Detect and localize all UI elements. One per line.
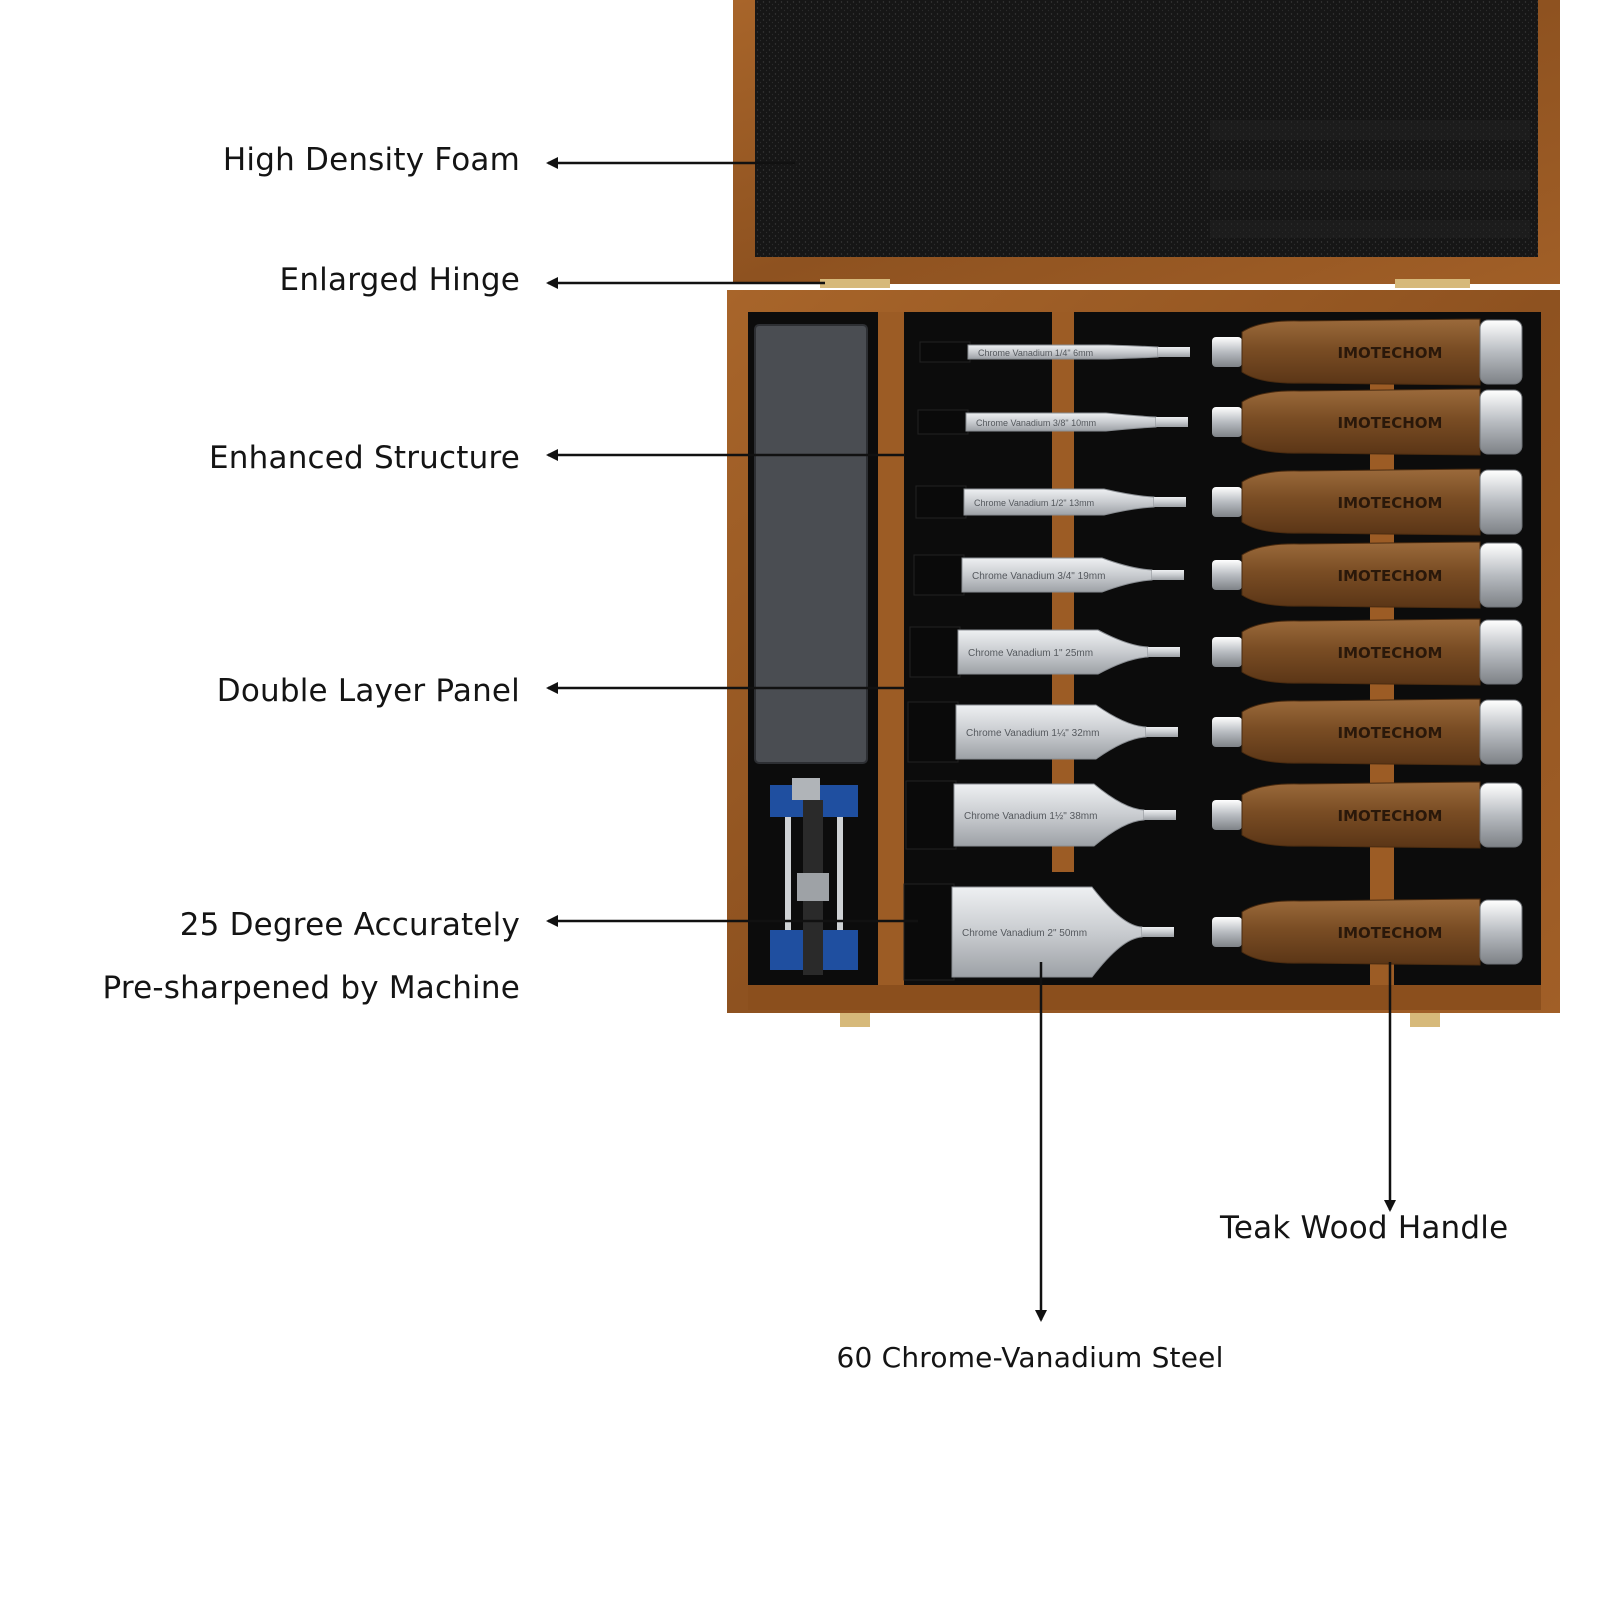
blade-guard (919, 341, 971, 363)
bolster (1212, 560, 1242, 590)
teak-handle (1241, 618, 1481, 686)
callout-arrows (546, 157, 1396, 1322)
blade-guard (905, 780, 957, 850)
shank (1146, 727, 1178, 737)
brand-mark: IMOTECHOM (1338, 644, 1443, 662)
end-ferrule (1479, 699, 1523, 765)
bolster (1212, 407, 1242, 437)
chisel-1: Chrome Vanadium 1/4" 6mm IMOTECHOM (919, 318, 1523, 386)
shank (1144, 810, 1176, 820)
blade-label: Chrome Vanadium 3/8" 10mm (976, 418, 1096, 428)
brand-mark: IMOTECHOM (1338, 567, 1443, 585)
shank (1158, 347, 1190, 357)
teak-handle (1241, 698, 1481, 766)
shank (1152, 570, 1184, 580)
honing-guide (770, 778, 858, 975)
end-ferrule (1479, 899, 1523, 965)
end-ferrule (1479, 542, 1523, 608)
blade-guard (917, 409, 969, 435)
latch-right (1410, 1013, 1440, 1027)
bolster (1212, 637, 1242, 667)
hinge-left (820, 279, 890, 288)
bolster (1212, 917, 1242, 947)
teak-handle (1241, 318, 1481, 386)
chisel-3: Chrome Vanadium 1/2" 13mm IMOTECHOM (915, 468, 1523, 536)
end-ferrule (1479, 389, 1523, 455)
blade-label: Chrome Vanadium 1" 25mm (968, 648, 1093, 659)
latch-left (840, 1013, 870, 1027)
end-ferrule (1479, 619, 1523, 685)
callout-high-density-foam: High Density Foam (222, 142, 520, 178)
bolster (1212, 800, 1242, 830)
teak-handle (1241, 898, 1481, 966)
blade-label: Chrome Vanadium 1/2" 13mm (974, 498, 1094, 508)
blade-label: Chrome Vanadium 2" 50mm (962, 928, 1087, 939)
shank (1154, 497, 1186, 507)
teak-handle (1241, 388, 1481, 456)
end-ferrule (1479, 469, 1523, 535)
end-ferrule (1479, 782, 1523, 848)
brand-mark: IMOTECHOM (1338, 924, 1443, 942)
bolster (1212, 337, 1242, 367)
chisel-6: Chrome Vanadium 1¼" 32mm IMOTECHOM (907, 698, 1523, 766)
blade-label: Chrome Vanadium 3/4" 19mm (972, 571, 1105, 582)
end-ferrule (1479, 319, 1523, 385)
shank (1148, 647, 1180, 657)
callout-enlarged-hinge: Enlarged Hinge (279, 262, 520, 298)
blade-guard (915, 485, 967, 519)
shank (1142, 927, 1174, 937)
bolster (1212, 487, 1242, 517)
chisel-8: Chrome Vanadium 2" 50mm IMOTECHOM (903, 883, 1523, 981)
brand-mark: IMOTECHOM (1338, 344, 1443, 362)
bolster (1212, 717, 1242, 747)
brand-mark: IMOTECHOM (1338, 414, 1443, 432)
callout-degree-line-2: Pre-sharpened by Machine (102, 970, 520, 1006)
blade-guard (909, 626, 961, 678)
callout-degree-line-1: 25 Degree Accurately (179, 907, 520, 943)
box-lid (733, 0, 1560, 284)
teak-handle (1241, 541, 1481, 609)
chisel-4: Chrome Vanadium 3/4" 19mm IMOTECHOM (913, 541, 1523, 609)
blade-guard (907, 701, 959, 763)
chisel-7: Chrome Vanadium 1½" 38mm IMOTECHOM (905, 780, 1523, 850)
brand-mark: IMOTECHOM (1338, 724, 1443, 742)
callout-teak-wood-handle: Teak Wood Handle (1220, 1210, 1509, 1246)
chisel-2: Chrome Vanadium 3/8" 10mm IMOTECHOM (917, 388, 1523, 456)
chisel-5: Chrome Vanadium 1" 25mm IMOTECHOM (909, 618, 1523, 686)
blade-label: Chrome Vanadium 1¼" 32mm (966, 727, 1099, 739)
blade-label: Chrome Vanadium 1/4" 6mm (978, 348, 1093, 358)
sharpening-stone (755, 325, 867, 763)
hinge-right (1395, 279, 1470, 288)
blade-label: Chrome Vanadium 1½" 38mm (964, 811, 1097, 822)
shank (1156, 417, 1188, 427)
callout-double-layer-panel: Double Layer Panel (216, 673, 520, 709)
teak-handle (1241, 781, 1481, 849)
brand-mark: IMOTECHOM (1338, 807, 1443, 825)
callout-chrome-vanadium-steel: 60 Chrome-Vanadium Steel (836, 1341, 1224, 1374)
teak-handle (1241, 468, 1481, 536)
brand-mark: IMOTECHOM (1338, 494, 1443, 512)
divider-left (878, 312, 904, 990)
blade-guard (913, 554, 965, 596)
callout-enhanced-structure: Enhanced Structure (209, 440, 520, 476)
blade-guard (903, 883, 955, 981)
